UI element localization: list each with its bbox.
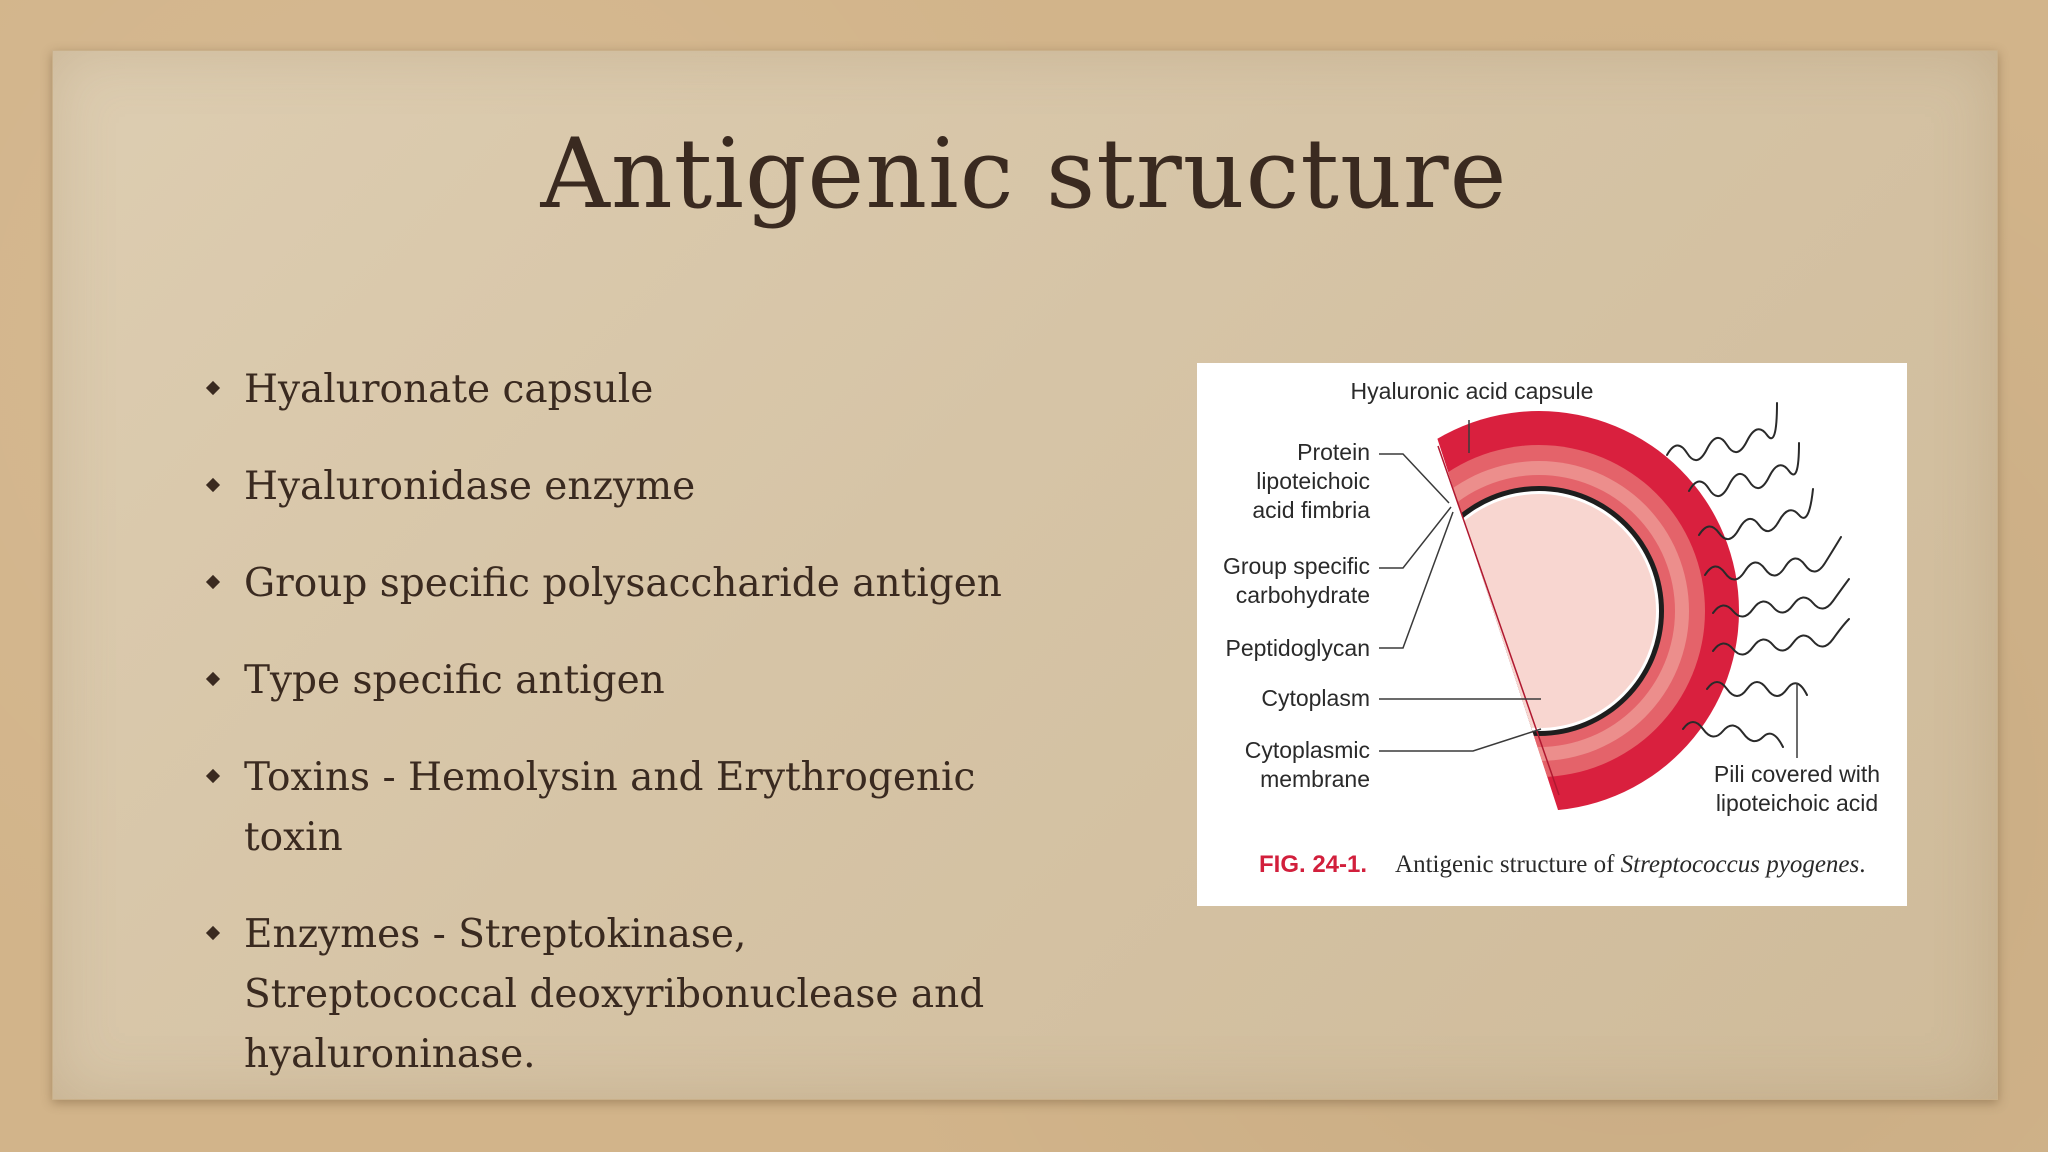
leader-group xyxy=(1379,506,1452,569)
pilus xyxy=(1712,618,1850,656)
label-peptidoglycan: Peptidoglycan xyxy=(1225,635,1371,661)
bullet-diamond-icon xyxy=(205,477,221,493)
bullet-text: Group specific polysaccharide antigen xyxy=(244,561,1002,606)
label-protein-line2: lipoteichoic xyxy=(1256,468,1370,494)
bullet-item: Group specific polysaccharide antigen xyxy=(200,554,1020,614)
leader-protein xyxy=(1379,453,1450,504)
bacterium-figure: Hyaluronic acid capsule Protein lipoteic… xyxy=(1197,363,1907,906)
pilus xyxy=(1712,578,1850,618)
label-pili-line2: lipoteichoic acid xyxy=(1715,790,1879,816)
label-group-line1: Group specific xyxy=(1222,553,1370,579)
caption-end: . xyxy=(1859,851,1866,878)
bullet-text: Type specific antigen xyxy=(244,658,665,703)
bullet-item: Enzymes - Streptokinase, Streptococcal d… xyxy=(200,905,1020,1085)
bullet-item: Hyaluronidase enzyme xyxy=(200,457,1020,517)
bullet-list: Hyaluronate capsule Hyaluronidase enzyme… xyxy=(200,360,1020,1122)
bullet-item: Type specific antigen xyxy=(200,651,1020,711)
label-pili-line1: Pili covered with xyxy=(1713,761,1881,787)
label-membrane-line1: Cytoplasmic xyxy=(1244,737,1370,763)
label-capsule: Hyaluronic acid capsule xyxy=(1350,378,1594,404)
bullet-item: Toxins - Hemolysin and Erythrogenic toxi… xyxy=(200,748,1020,868)
label-group-line2: carbohydrate xyxy=(1235,582,1370,608)
pili-group xyxy=(1666,402,1850,748)
label-protein-line1: Protein xyxy=(1297,439,1370,465)
caption-text: Antigenic structure of xyxy=(1395,851,1621,878)
pilus xyxy=(1698,488,1814,540)
bullet-diamond-icon xyxy=(205,925,221,941)
bullet-diamond-icon xyxy=(205,380,221,396)
bullet-text: Enzymes - Streptokinase, Streptococcal d… xyxy=(244,912,985,1077)
pilus xyxy=(1666,402,1778,461)
pilus xyxy=(1706,681,1808,697)
figure-caption: FIG. 24-1. Antigenic structure of Strepto… xyxy=(1259,851,1899,879)
bullet-diamond-icon xyxy=(205,671,221,687)
cytoplasm-fill xyxy=(1429,494,1656,728)
bullet-text: Hyaluronidase enzyme xyxy=(244,464,696,509)
bullet-item: Hyaluronate capsule xyxy=(200,360,1020,420)
pilus xyxy=(1682,721,1784,748)
label-cytoplasm: Cytoplasm xyxy=(1261,685,1370,711)
label-membrane-line2: membrane xyxy=(1260,766,1370,792)
slide-title: Antigenic structure xyxy=(540,118,1508,230)
pilus xyxy=(1688,442,1800,497)
bullet-text: Toxins - Hemolysin and Erythrogenic toxi… xyxy=(244,755,976,860)
leader-peptidoglycan xyxy=(1379,511,1454,649)
bullet-text: Hyaluronate capsule xyxy=(244,367,654,412)
bullet-diamond-icon xyxy=(205,574,221,590)
bacterium-diagram xyxy=(1379,402,1850,811)
bullet-diamond-icon xyxy=(205,768,221,784)
figure-number: FIG. 24-1. xyxy=(1259,851,1368,878)
leader-membrane xyxy=(1379,728,1542,752)
pilus xyxy=(1704,536,1842,581)
capsule-cut-edge xyxy=(1437,445,1560,796)
caption-species: Streptococcus pyogenes xyxy=(1620,851,1860,878)
label-protein-line3: acid fimbria xyxy=(1252,497,1370,523)
leader-lines xyxy=(1379,420,1798,758)
